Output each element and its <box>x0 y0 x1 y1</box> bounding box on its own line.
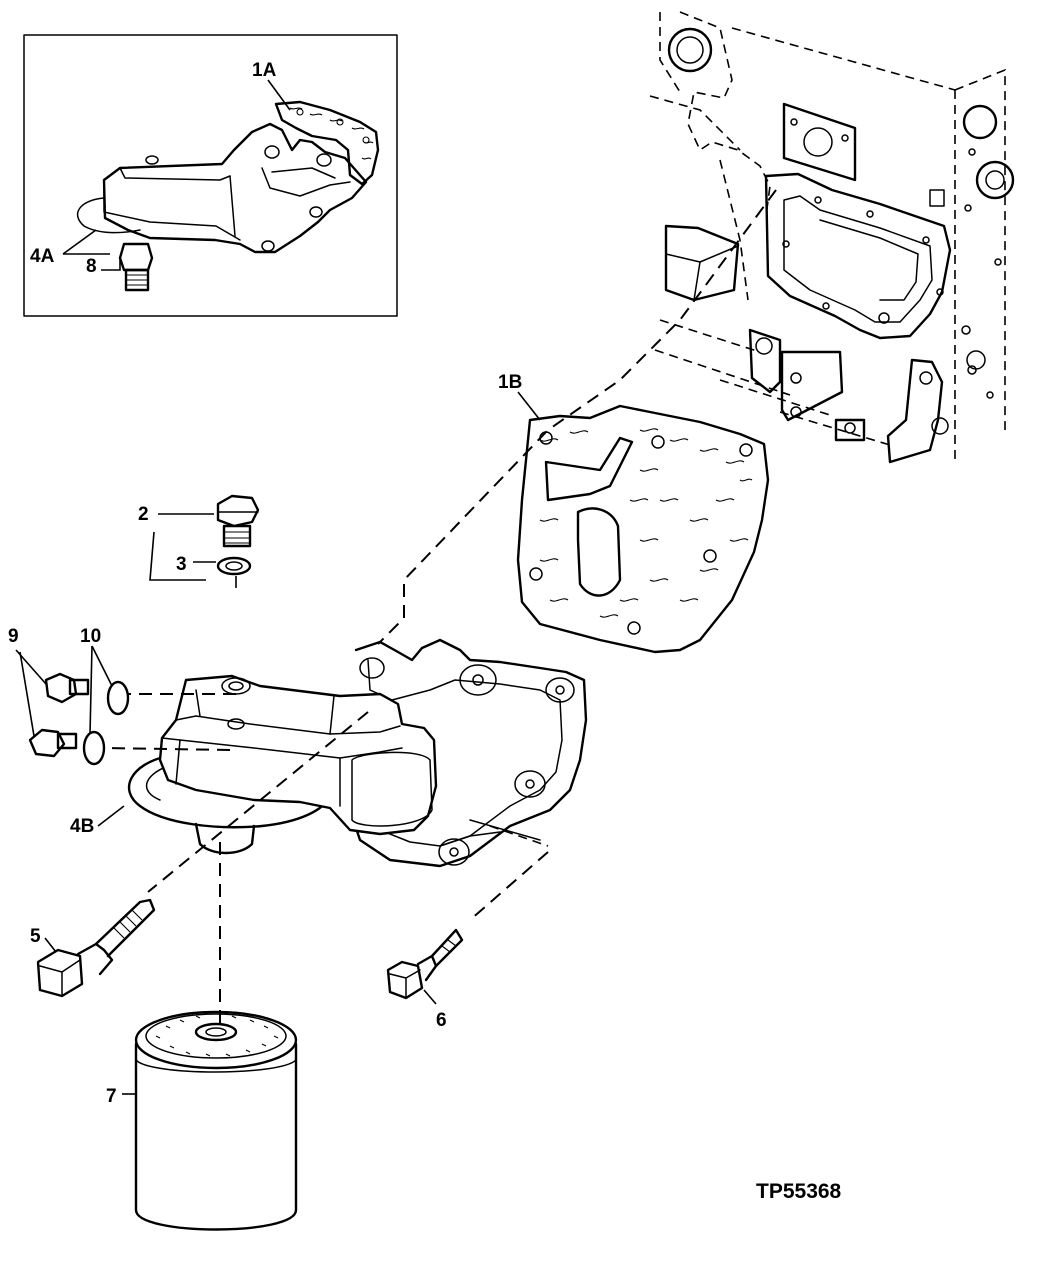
callout-8: 8 <box>86 256 97 277</box>
engine-block <box>649 11 1015 464</box>
oil-filter-7 <box>122 1010 298 1231</box>
callout-1a: 1A <box>252 60 277 81</box>
figure-id: TP55368 <box>756 1180 842 1203</box>
callout-1b: 1B <box>498 372 522 393</box>
callout-10: 10 <box>80 626 101 647</box>
inset-detail <box>23 34 398 317</box>
plugs-9-orings-10 <box>15 645 130 766</box>
bolt-5 <box>36 898 156 998</box>
oil-filter-base-4b <box>97 638 588 868</box>
callout-7: 7 <box>106 1086 117 1107</box>
callout-2: 2 <box>138 504 149 525</box>
gasket-1b <box>516 391 770 654</box>
assembly-dashed-lines <box>103 189 777 1030</box>
callout-labels: 1A 1B 2 3 4A 4B 5 6 7 8 9 10 TP55368 <box>8 60 842 1203</box>
callout-9: 9 <box>8 626 19 647</box>
callout-4a: 4A <box>30 246 55 267</box>
plug-2-washer-3 <box>149 494 260 588</box>
bolt-6 <box>386 928 464 1005</box>
callout-5: 5 <box>30 926 41 947</box>
callout-3: 3 <box>176 554 187 575</box>
callout-4b: 4B <box>70 816 94 837</box>
callout-6: 6 <box>436 1010 447 1031</box>
